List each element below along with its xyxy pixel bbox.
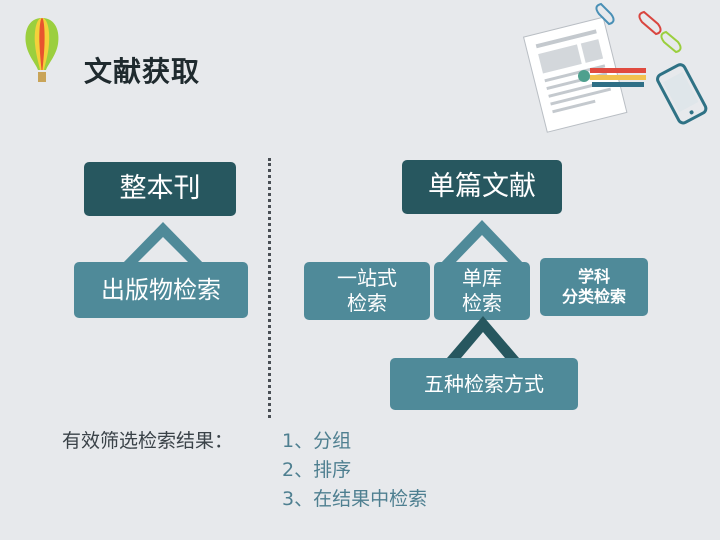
hot-air-balloon-icon: [25, 18, 59, 82]
filter-results-label: 有效筛选检索结果：: [62, 430, 234, 452]
connector-chevron-left: [120, 222, 206, 266]
vertical-dotted-divider: [268, 158, 271, 418]
five-search-methods-box: 五种检索方式: [390, 358, 578, 410]
filter-item-sort: 2、排序: [282, 459, 352, 481]
whole-journal-box: 整本刊: [84, 162, 236, 216]
publication-search-box: 出版物检索: [74, 262, 248, 318]
filter-item-search-within: 3、在结果中检索: [282, 488, 428, 510]
page-title: 文献获取: [84, 55, 201, 88]
subject-category-search-box: 学科 分类检索: [540, 258, 648, 316]
filter-item-group: 1、分组: [282, 430, 352, 452]
one-stop-search-box: 一站式 检索: [304, 262, 430, 320]
single-document-box: 单篇文献: [402, 160, 562, 214]
single-database-search-box: 单库 检索: [434, 262, 530, 320]
document-pencils-illustration: [522, 2, 708, 133]
connector-chevron-right-top: [440, 220, 524, 264]
connector-chevron-right-bottom: [447, 316, 519, 358]
